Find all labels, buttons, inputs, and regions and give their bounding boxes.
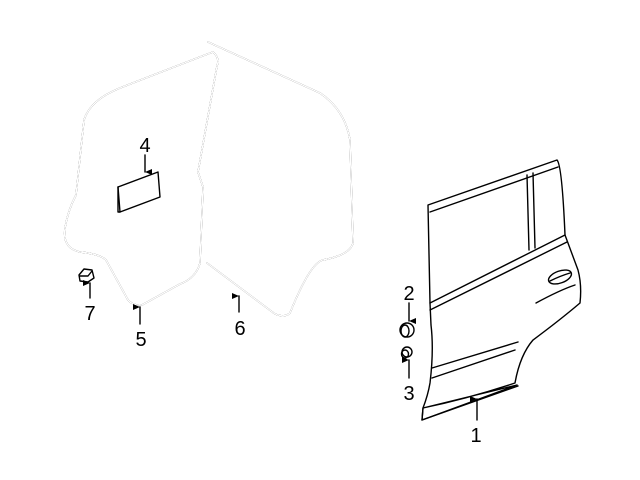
callout-1: 1 bbox=[470, 425, 481, 447]
callout-3: 3 bbox=[403, 383, 414, 405]
callout-2: 2 bbox=[403, 283, 414, 305]
callout-4: 4 bbox=[139, 135, 150, 157]
plug-2 bbox=[399, 322, 415, 338]
door-shell bbox=[421, 159, 582, 421]
callout-7: 7 bbox=[84, 303, 95, 325]
callout-5: 5 bbox=[135, 329, 146, 351]
callout-6: 6 bbox=[234, 318, 245, 340]
clip bbox=[78, 268, 95, 283]
body-seal bbox=[206, 41, 354, 317]
door-seal bbox=[63, 51, 219, 306]
sticker bbox=[117, 171, 161, 213]
plug-3 bbox=[400, 346, 413, 359]
